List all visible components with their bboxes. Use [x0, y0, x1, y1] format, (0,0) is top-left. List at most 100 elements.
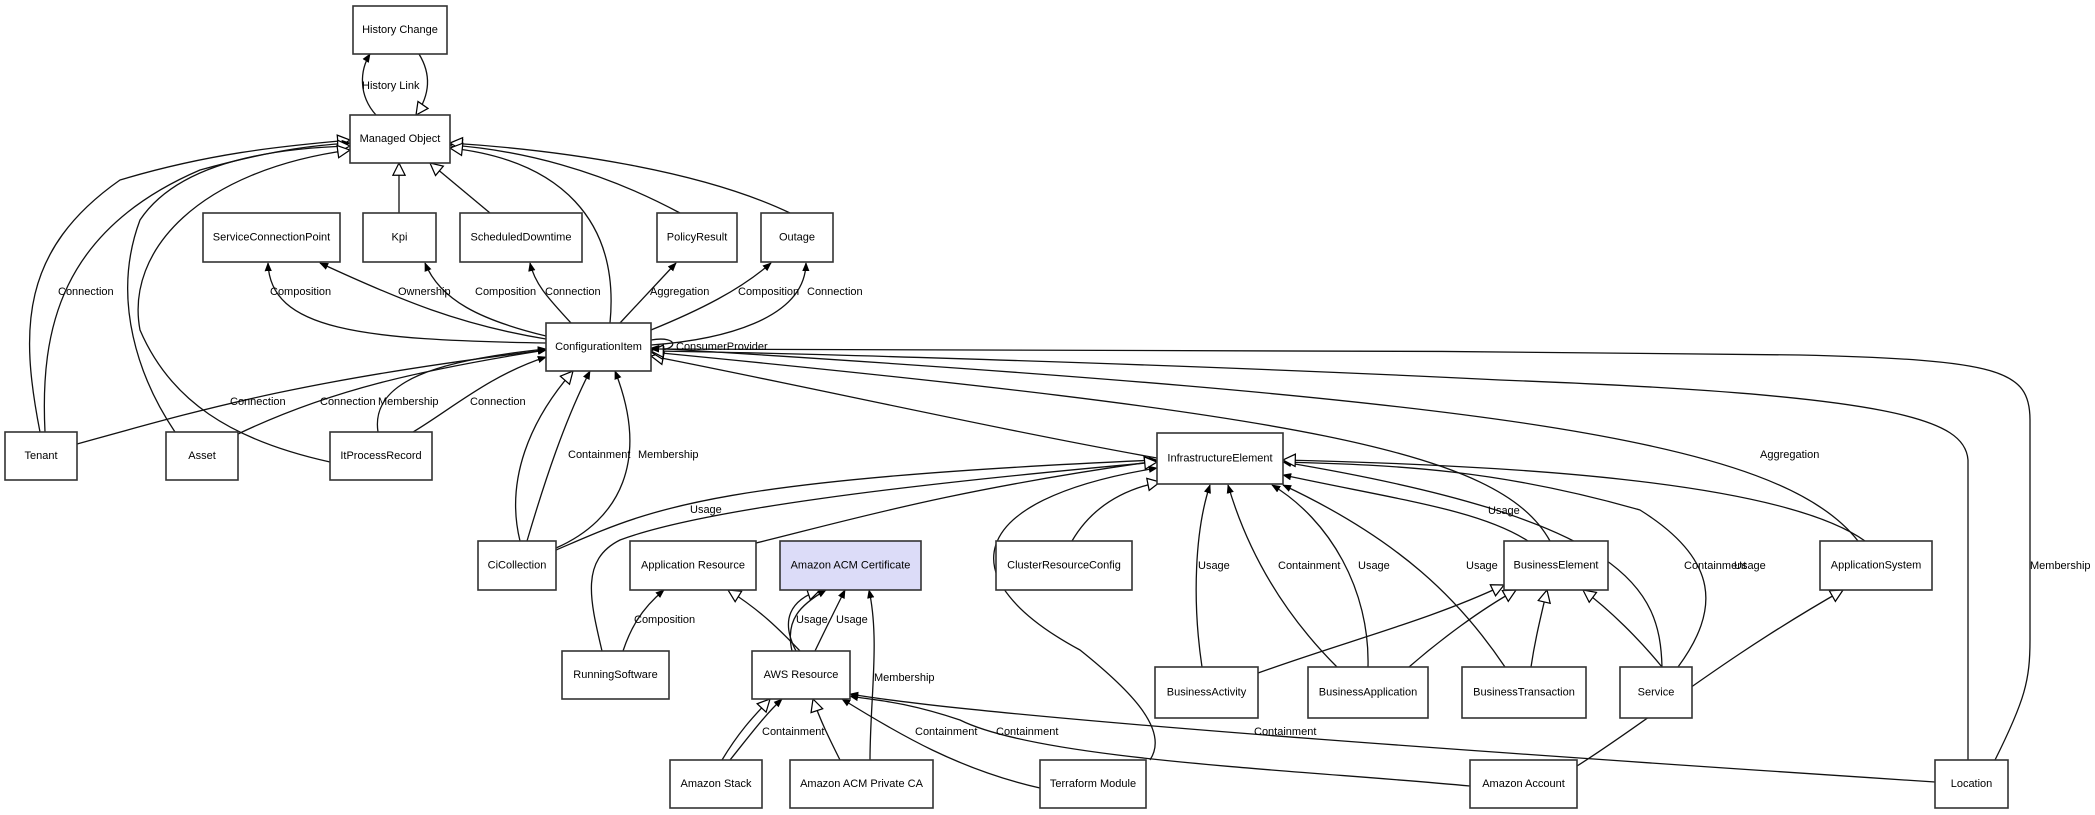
node-label: ScheduledDowntime [471, 232, 572, 244]
node-label: Amazon Account [1482, 778, 1565, 790]
node-label: ServiceConnectionPoint [213, 232, 330, 244]
edge-configuration-item-to-policy-result [619, 262, 677, 324]
node-box[interactable] [362, 212, 437, 263]
edge-policy-result-to-managed-object [450, 145, 681, 214]
node-amazon-stack[interactable]: Amazon Stack [669, 759, 763, 809]
node-outage[interactable]: Outage [760, 212, 834, 263]
edge-managed-object-to-history-change [361, 53, 377, 116]
node-location[interactable]: Location [1934, 759, 2009, 809]
edge-label: Containment [1278, 560, 1340, 572]
edge-label: Usage [690, 504, 722, 516]
node-business-application[interactable]: BusinessApplication [1307, 666, 1429, 719]
node-application-system[interactable]: ApplicationSystem [1819, 540, 1933, 591]
edge-amazon-acm-private-ca-to-aws-resource [813, 699, 841, 761]
node-box[interactable] [1469, 759, 1578, 809]
node-label: Outage [779, 232, 815, 244]
edge-label: ConsumerProvider [676, 341, 768, 353]
node-amazon-account[interactable]: Amazon Account [1469, 759, 1578, 809]
node-managed-object[interactable]: Managed Object [349, 114, 451, 164]
edge-label: Composition [738, 286, 799, 298]
edge-label: Containment [1684, 560, 1746, 572]
node-business-element[interactable]: BusinessElement [1503, 540, 1609, 591]
node-box[interactable] [760, 212, 834, 263]
node-box[interactable] [1934, 759, 2009, 809]
edge-configuration-item-to-kpi [424, 262, 547, 337]
node-policy-result[interactable]: PolicyResult [656, 212, 738, 263]
node-terraform-module[interactable]: Terraform Module [1039, 759, 1147, 809]
node-box[interactable] [1307, 666, 1429, 719]
node-box[interactable] [202, 212, 341, 263]
node-box[interactable] [1619, 666, 1693, 719]
edge-business-transaction-to-infrastructure-element [1282, 484, 1506, 668]
node-label: BusinessActivity [1167, 687, 1247, 699]
edge-application-system-to-infrastructure-element [1283, 460, 1866, 542]
node-box[interactable] [669, 759, 763, 809]
edge-label: Containment [1254, 726, 1316, 738]
node-label: AWS Resource [764, 669, 839, 681]
node-service-connection-point[interactable]: ServiceConnectionPoint [202, 212, 341, 263]
node-label: Asset [188, 450, 216, 462]
node-box[interactable] [779, 540, 922, 591]
edge-business-application-to-infrastructure-element [1226, 484, 1338, 668]
node-box[interactable] [789, 759, 934, 809]
edge-label: Containment [568, 449, 630, 461]
node-box[interactable] [545, 322, 652, 372]
node-asset[interactable]: Asset [165, 431, 239, 481]
node-box[interactable] [629, 540, 757, 591]
node-box[interactable] [477, 540, 557, 591]
edge-running-software-to-infrastructure-element [590, 462, 1157, 652]
node-box[interactable] [656, 212, 738, 263]
node-box[interactable] [751, 650, 851, 700]
edge-label: Connection [320, 396, 376, 408]
edge-configuration-item-to-scheduled-downtime [528, 262, 572, 324]
edge-tenant-to-managed-object [28, 140, 350, 433]
node-box[interactable] [1154, 666, 1259, 719]
edge-label: Membership [874, 672, 935, 684]
edge-cluster-resource-config-to-infrastructure-element [993, 465, 1158, 761]
node-box[interactable] [165, 431, 239, 481]
node-scheduled-downtime[interactable]: ScheduledDowntime [459, 212, 583, 263]
node-box[interactable] [1156, 432, 1284, 485]
edge-label: Aggregation [1760, 449, 1819, 461]
node-box[interactable] [352, 5, 448, 55]
node-business-activity[interactable]: BusinessActivity [1154, 666, 1259, 719]
node-it-process-record[interactable]: ItProcessRecord [329, 431, 433, 481]
node-amazon-acm-certificate[interactable]: Amazon ACM Certificate [779, 540, 922, 591]
edge-business-element-to-infrastructure-element [1282, 473, 1529, 542]
node-running-software[interactable]: RunningSoftware [561, 650, 670, 700]
node-infrastructure-element[interactable]: InfrastructureElement [1156, 432, 1284, 485]
node-kpi[interactable]: Kpi [362, 212, 437, 263]
edge-tenant-to-configuration-item [76, 347, 547, 445]
node-business-transaction[interactable]: BusinessTransaction [1461, 666, 1587, 719]
node-box[interactable] [1819, 540, 1933, 591]
node-box[interactable] [995, 540, 1133, 591]
edge-configuration-item-to-service-connection-point [264, 262, 547, 344]
node-box[interactable] [459, 212, 583, 263]
node-cluster-resource-config[interactable]: ClusterResourceConfig [995, 540, 1133, 591]
edge-ci-collection-to-infrastructure-element [555, 456, 1158, 551]
node-ci-collection[interactable]: CiCollection [477, 540, 557, 591]
node-box[interactable] [1039, 759, 1147, 809]
edge-running-software-to-application-resource [622, 589, 665, 652]
node-box[interactable] [4, 431, 78, 481]
node-box[interactable] [329, 431, 433, 481]
edge-location-to-aws-resource [849, 691, 1936, 783]
node-configuration-item[interactable]: ConfigurationItem [545, 322, 652, 372]
node-application-resource[interactable]: Application Resource [629, 540, 757, 591]
edge-label: Connection [230, 396, 286, 408]
node-box[interactable] [561, 650, 670, 700]
node-box[interactable] [349, 114, 451, 164]
node-box[interactable] [1503, 540, 1609, 591]
node-label: Amazon ACM Private CA [800, 778, 924, 790]
edge-location-to-configuration-item [651, 351, 1969, 760]
node-tenant[interactable]: Tenant [4, 431, 78, 481]
node-amazon-acm-private-ca[interactable]: Amazon ACM Private CA [789, 759, 934, 809]
edge-application-resource-to-infrastructure-element [755, 461, 1157, 544]
edge-it-process-record-to-managed-object [137, 150, 350, 463]
edge-ci-collection-to-configuration-item [515, 371, 573, 542]
node-history-change[interactable]: History Change [352, 5, 448, 55]
node-service[interactable]: Service [1619, 666, 1693, 719]
node-aws-resource[interactable]: AWS Resource [751, 650, 851, 700]
node-box[interactable] [1461, 666, 1587, 719]
